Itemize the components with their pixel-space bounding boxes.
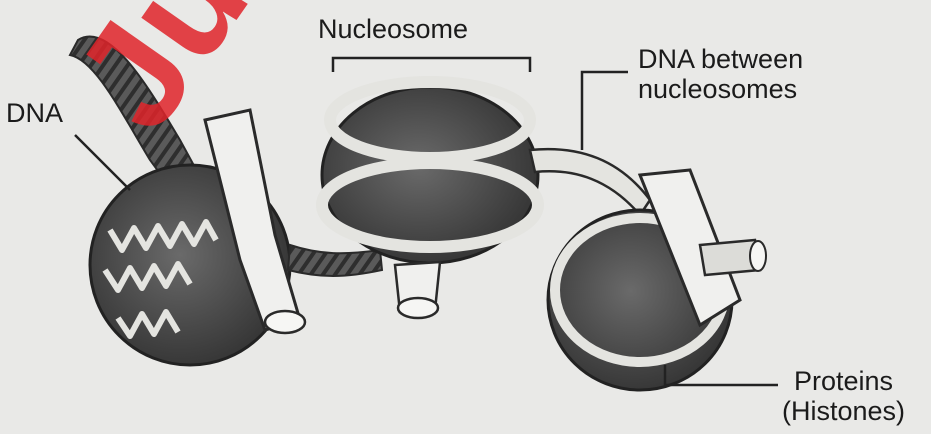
label-proteins-histones: Proteins (Histones) xyxy=(782,366,905,426)
nucleosome-middle xyxy=(322,82,538,318)
leader-dna xyxy=(75,135,130,190)
label-dna-between-line2: nucleosomes xyxy=(638,74,803,104)
nucleosome-right xyxy=(548,170,766,390)
bracket-nucleosome xyxy=(333,58,530,72)
label-dna-between-line1: DNA between xyxy=(638,44,803,74)
label-dna-between-nucleosomes: DNA between nucleosomes xyxy=(638,44,803,104)
nucleosome-left xyxy=(90,110,305,365)
leader-dna-between xyxy=(582,72,628,150)
label-proteins-line2: (Histones) xyxy=(782,396,905,426)
label-nucleosome: Nucleosome xyxy=(318,14,468,44)
dna-linker-right xyxy=(530,149,650,215)
dna-linker-left xyxy=(288,245,382,276)
label-proteins-line1: Proteins xyxy=(782,366,905,396)
label-dna: DNA xyxy=(6,98,63,128)
